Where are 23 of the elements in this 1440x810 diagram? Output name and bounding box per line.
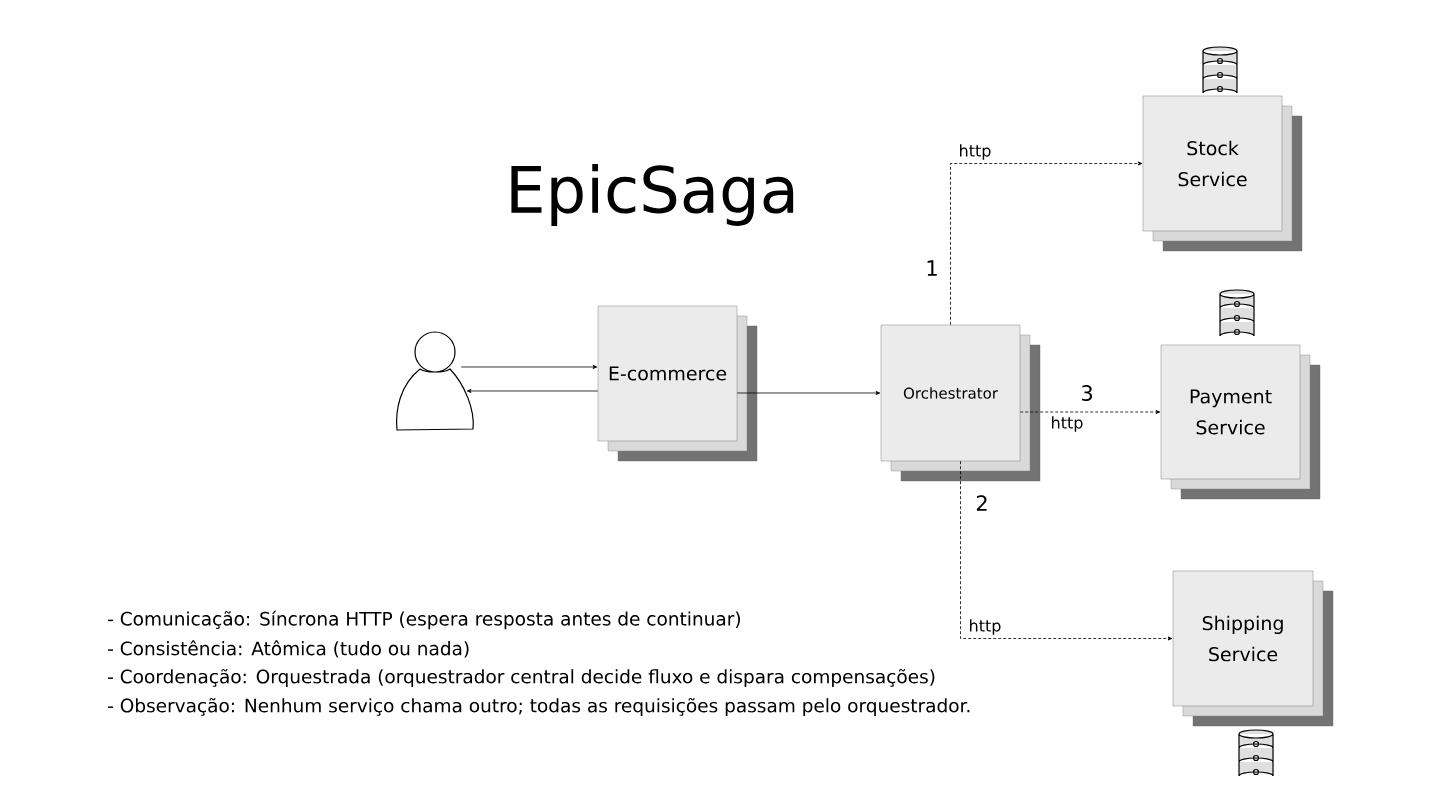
- arrow: [1019, 410, 1161, 414]
- service-box: Stock Service: [1142, 95, 1303, 252]
- arrow: [460, 365, 598, 369]
- step-number: 2: [976, 495, 987, 511]
- title: EpicSaga: [511, 164, 794, 226]
- step-number: 1: [927, 260, 937, 276]
- arrow: [466, 389, 599, 393]
- person-icon: [396, 331, 474, 431]
- edge-label: http: [967, 618, 1003, 636]
- service-box: Shipping Service: [1172, 570, 1334, 727]
- arrow: [960, 460, 1173, 641]
- service-box: Payment Service: [1160, 344, 1321, 500]
- edge-label: http: [1049, 415, 1085, 433]
- note-text: - Consistência: Atômica (tudo ou nada): [108, 640, 469, 658]
- note-text: - Coordenação: Orquestrada (orquestrador central decide fluxo e dispara compensações): [108, 668, 935, 688]
- edge-label: http: [957, 143, 993, 161]
- note-text: - Observação: Nenhum serviço chama outro; todas as requisições passam pelo orquestrador.: [108, 697, 970, 717]
- service-box: E-commerce: [597, 305, 758, 462]
- arrow: [950, 161, 1143, 326]
- note-text: - Comunicação: Síncrona HTTP (espera resposta antes de continuar): [108, 610, 740, 630]
- service-box: Orchestrator: [880, 324, 1041, 482]
- step-number: 3: [1081, 385, 1092, 401]
- arrow: [736, 391, 881, 395]
